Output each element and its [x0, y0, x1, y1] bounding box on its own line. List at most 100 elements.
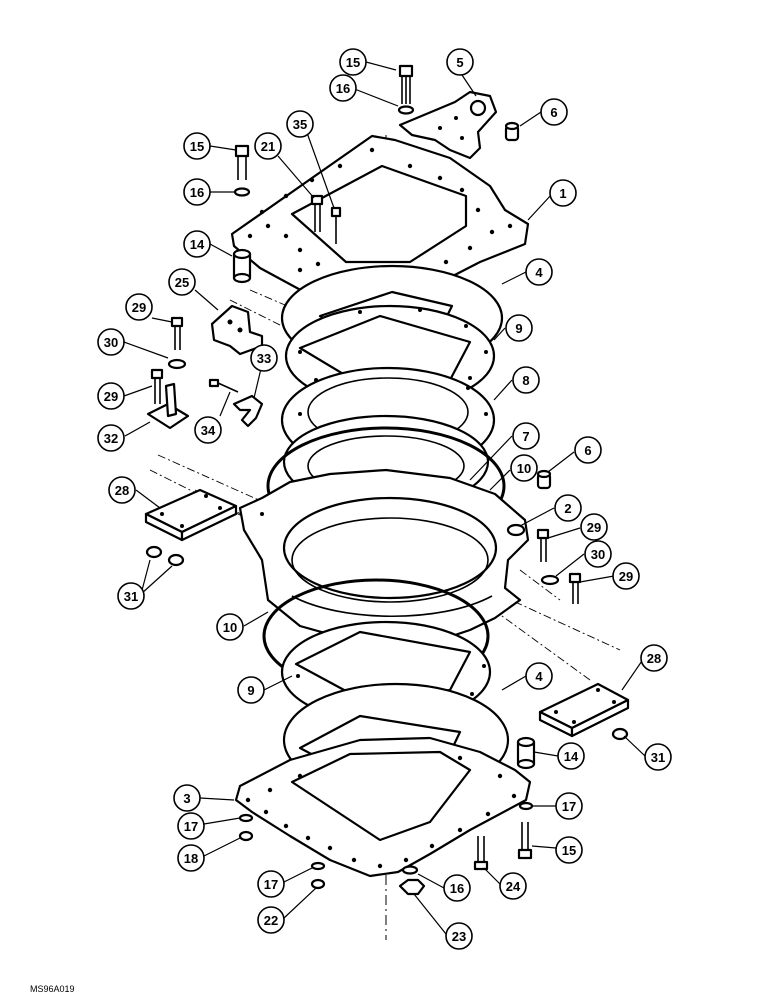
washer-17-bottom	[310, 861, 326, 871]
svg-text:30: 30	[591, 547, 605, 562]
callout-34: 34	[194, 416, 222, 444]
callout-8: 8	[512, 366, 540, 394]
svg-text:9: 9	[515, 321, 522, 336]
callout-23: 23	[445, 922, 473, 950]
callout-16-top: 16	[329, 74, 357, 102]
callout-17-right: 17	[555, 792, 583, 820]
callout-30-right: 30	[584, 540, 612, 568]
bushing-right	[536, 469, 552, 490]
svg-text:35: 35	[293, 117, 307, 132]
svg-text:22: 22	[264, 913, 278, 928]
callout-31-left: 31	[117, 582, 145, 610]
svg-text:2: 2	[564, 501, 571, 516]
top-bracket	[398, 90, 498, 160]
callout-17-left: 17	[177, 812, 205, 840]
bottom-plate	[234, 736, 532, 878]
callout-31-right: 31	[644, 743, 672, 771]
svg-text:16: 16	[450, 881, 464, 896]
callout-5: 5	[446, 48, 474, 76]
svg-text:33: 33	[257, 351, 271, 366]
svg-text:6: 6	[584, 443, 591, 458]
callout-16-left: 16	[183, 178, 211, 206]
nut-31-right	[611, 727, 629, 741]
callout-3: 3	[173, 784, 201, 812]
clip-33	[232, 394, 264, 428]
callout-15-bottom: 15	[555, 836, 583, 864]
bolt-15-bottom-right	[517, 822, 533, 860]
svg-text:29: 29	[619, 569, 633, 584]
pad-left	[144, 488, 238, 542]
svg-text:18: 18	[184, 851, 198, 866]
callout-18: 18	[177, 844, 205, 872]
callout-17-bottom: 17	[257, 870, 285, 898]
bolt-29-right-lower	[568, 572, 582, 604]
callout-10-lower: 10	[216, 613, 244, 641]
bolt-29-upper-left	[167, 316, 187, 370]
callout-7: 7	[512, 422, 540, 450]
svg-text:17: 17	[562, 799, 576, 814]
svg-text:29: 29	[132, 300, 146, 315]
bolt-29-lower-left	[150, 368, 164, 404]
bolt-top-right	[397, 64, 415, 115]
callout-32: 32	[97, 424, 125, 452]
callout-6-right: 6	[574, 436, 602, 464]
svg-text:31: 31	[124, 589, 138, 604]
nut-18	[238, 830, 254, 842]
svg-text:32: 32	[104, 431, 118, 446]
svg-text:14: 14	[564, 749, 579, 764]
nuts-31-left	[145, 545, 185, 567]
callout-28-right: 28	[640, 644, 668, 672]
svg-text:14: 14	[190, 237, 205, 252]
callout-4-top: 4	[525, 258, 553, 286]
svg-text:34: 34	[201, 423, 216, 438]
svg-text:1: 1	[559, 186, 566, 201]
svg-text:16: 16	[190, 185, 204, 200]
leader-lines	[123, 61, 646, 935]
plate-32	[146, 382, 190, 430]
bolt-top-left	[233, 144, 251, 197]
callout-10-upper: 10	[510, 454, 538, 482]
svg-text:17: 17	[264, 877, 278, 892]
svg-text:15: 15	[190, 139, 204, 154]
svg-text:21: 21	[261, 139, 275, 154]
svg-text:28: 28	[115, 483, 129, 498]
washer-30-right	[540, 574, 560, 586]
bracket-25	[210, 304, 264, 356]
callout-15-top: 15	[339, 48, 367, 76]
bolt-21	[310, 194, 324, 232]
callout-9-lower: 9	[237, 676, 265, 704]
callout-29-upper-left: 29	[125, 293, 153, 321]
spacer-top-left	[232, 248, 252, 284]
svg-text:30: 30	[104, 335, 118, 350]
screw-34	[208, 378, 239, 393]
callout-24: 24	[499, 872, 527, 900]
svg-text:8: 8	[522, 373, 529, 388]
svg-text:15: 15	[346, 55, 360, 70]
callout-29-lower-left: 29	[97, 382, 125, 410]
callout-21: 21	[254, 132, 282, 160]
callout-14-right: 14	[557, 742, 585, 770]
svg-text:9: 9	[247, 683, 254, 698]
svg-text:23: 23	[452, 929, 466, 944]
svg-text:25: 25	[175, 275, 189, 290]
callout-30-left: 30	[97, 328, 125, 356]
svg-text:24: 24	[506, 879, 521, 894]
svg-text:10: 10	[517, 461, 531, 476]
svg-text:17: 17	[184, 819, 198, 834]
callout-33: 33	[250, 344, 278, 372]
washer-17-left	[238, 813, 254, 823]
bolt-24	[473, 836, 489, 871]
callout-14-top: 14	[183, 230, 211, 258]
bushing-top	[504, 121, 520, 142]
housing	[238, 468, 530, 648]
callout-22: 22	[257, 906, 285, 934]
svg-text:7: 7	[522, 429, 529, 444]
callout-1: 1	[549, 179, 577, 207]
spacer-right	[516, 736, 536, 770]
svg-text:10: 10	[223, 620, 237, 635]
svg-text:29: 29	[587, 520, 601, 535]
callout-6-top: 6	[540, 98, 568, 126]
washer-16-bottom	[401, 865, 419, 875]
pad-right	[538, 682, 630, 738]
